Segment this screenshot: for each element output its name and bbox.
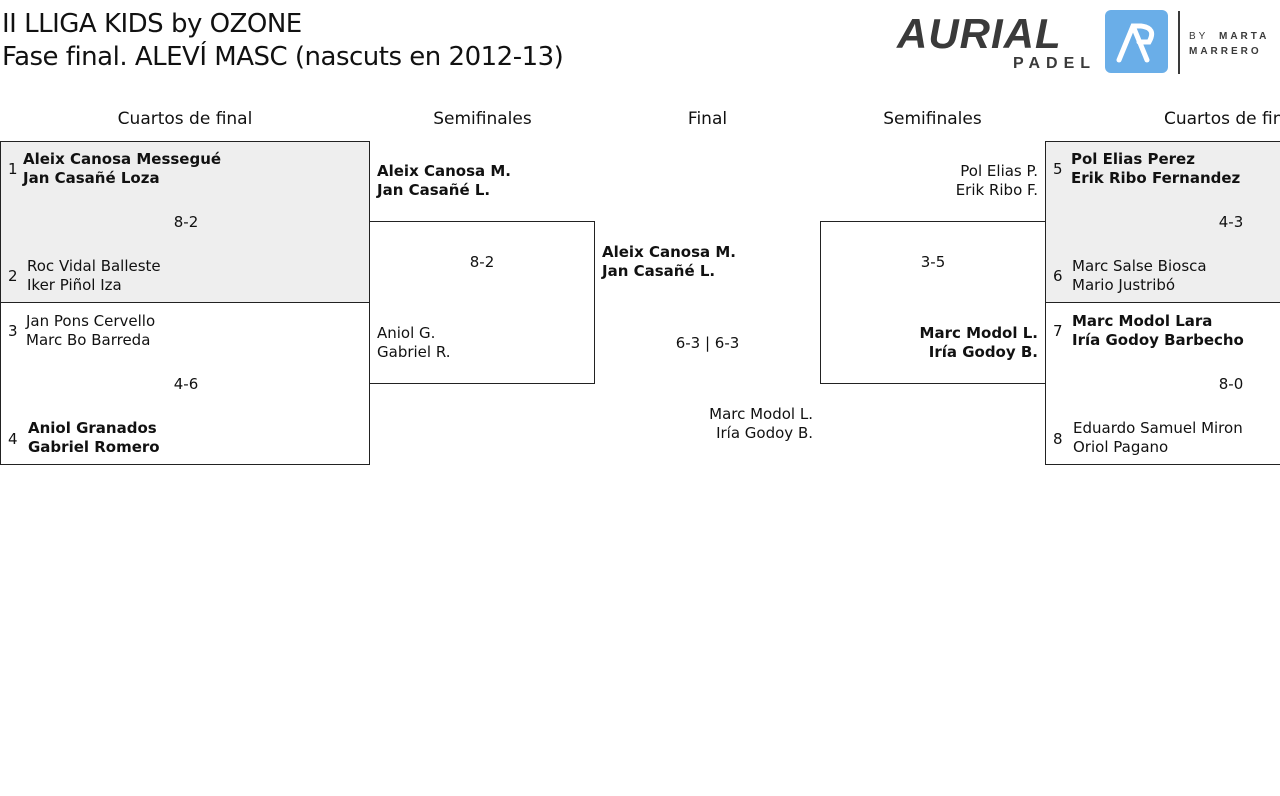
player-name: Oriol Pagano [1073,438,1169,456]
aurial-padel-logo: AURIAL PADEL BY MARTA MARRERO [896,10,1269,74]
player-name: Jan Casañé L. [602,262,716,280]
round-header-sf-left: Semifinales [433,109,532,129]
page-subtitle: Fase final. ALEVÍ MASC (nascuts en 2012-… [2,42,564,72]
logo-sub-text: PADEL [1013,55,1096,72]
team-top: Marc Modol Lara Iría Godoy Barbecho [1072,312,1244,350]
seed-number: 6 [1053,267,1063,285]
round-header-qf-right: Cuartos de final [1164,109,1280,129]
match-qf-left-2[interactable]: 3 Jan Pons Cervello Marc Bo Barreda 4-6 … [0,302,370,465]
player-name: Iker Piñol Iza [27,276,122,294]
seed-number: 3 [8,322,18,340]
player-name: Aniol Granados [28,419,157,437]
seed-number: 7 [1053,322,1063,340]
player-name: Iría Godoy B. [928,343,1038,361]
logo-brand-text: AURIAL [896,10,1062,57]
match-sf-right[interactable]: 3-5 Marc Modol L. Iría Godoy B. [820,221,1046,384]
team-top: Pol Elias Perez Erik Ribo Fernandez [1071,150,1240,188]
page-title: II LLIGA KIDS by OZONE [2,9,302,39]
player-name: Gabriel Romero [28,438,160,456]
sf-left-team-top: Aleix Canosa M. Jan Casañé L. [377,162,511,200]
match-qf-right-2[interactable]: 7 Marc Modol Lara Iría Godoy Barbecho 8-… [1045,302,1280,465]
team-bottom: Aniol Granados Gabriel Romero [28,419,160,457]
player-name: Marc Modol Lara [1072,312,1213,330]
match-score: 3-5 [920,253,946,271]
team-bottom: Marc Salse Biosca Mario Justribó [1072,257,1207,295]
player-name: Erik Ribo Fernandez [1071,169,1241,187]
team-bottom: Marc Modol L. Iría Godoy B. [920,324,1038,362]
logo-author-line1: MARTA [1219,31,1269,42]
round-header-final: Final [687,109,728,129]
seed-number: 1 [8,160,18,178]
player-name: Marc Salse Biosca [1072,257,1207,275]
player-name: Marc Modol L. [919,324,1038,342]
logo-by-text: BY [1189,31,1208,42]
player-name: Jan Pons Cervello [26,312,156,330]
match-score: 8-2 [173,213,199,231]
player-name: Pol Elias P. [960,162,1038,180]
match-qf-left-1[interactable]: 1 Aleix Canosa Messegué Jan Casañé Loza … [0,141,370,303]
logo-author-line2: MARRERO [1189,46,1262,57]
seed-number: 8 [1053,430,1063,448]
player-name: Mario Justribó [1072,276,1176,294]
seed-number: 5 [1053,160,1063,178]
player-name: Gabriel R. [377,343,451,361]
player-name: Jan Casañé L. [377,181,491,199]
final-score: 6-3 | 6-3 [675,334,740,352]
player-name: Aleix Canosa M. [377,162,511,180]
team-top: Aleix Canosa Messegué Jan Casañé Loza [23,150,221,188]
player-name: Marc Bo Barreda [26,331,151,349]
player-name: Aniol G. [377,324,436,342]
match-qf-right-1[interactable]: 5 Pol Elias Perez Erik Ribo Fernandez 4-… [1045,141,1280,303]
player-name: Iría Godoy B. [716,424,813,442]
seed-number: 2 [8,267,18,285]
match-score: 4-6 [173,375,199,393]
round-header-qf-left: Cuartos de final [117,109,253,129]
final-team-bottom: Marc Modol L. Iría Godoy B. [709,405,813,443]
sf-right-team-top: Pol Elias P. Erik Ribo F. [956,162,1038,200]
player-name: Aleix Canosa Messegué [23,150,222,168]
match-score: 8-2 [469,253,495,271]
player-name: Eduardo Samuel Miron [1073,419,1243,437]
round-header-sf-right: Semifinales [883,109,982,129]
final-team-top: Aleix Canosa M. Jan Casañé L. [602,243,736,281]
team-bottom: Eduardo Samuel Miron Oriol Pagano [1073,419,1243,457]
player-name: Iría Godoy Barbecho [1072,331,1244,349]
player-name: Pol Elias Perez [1071,150,1195,168]
team-bottom: Roc Vidal Balleste Iker Piñol Iza [27,257,161,295]
logo-mark-icon [1105,10,1168,73]
match-score: 4-3 [1218,213,1244,231]
team-bottom: Aniol G. Gabriel R. [377,324,451,362]
match-score: 8-0 [1218,375,1244,393]
player-name: Aleix Canosa M. [602,243,736,261]
player-name: Jan Casañé Loza [23,169,160,187]
team-top: Jan Pons Cervello Marc Bo Barreda [26,312,155,350]
player-name: Erik Ribo F. [955,181,1038,199]
seed-number: 4 [8,430,18,448]
player-name: Marc Modol L. [709,405,813,423]
player-name: Roc Vidal Balleste [27,257,161,275]
match-sf-left[interactable]: 8-2 Aniol G. Gabriel R. [369,221,595,384]
